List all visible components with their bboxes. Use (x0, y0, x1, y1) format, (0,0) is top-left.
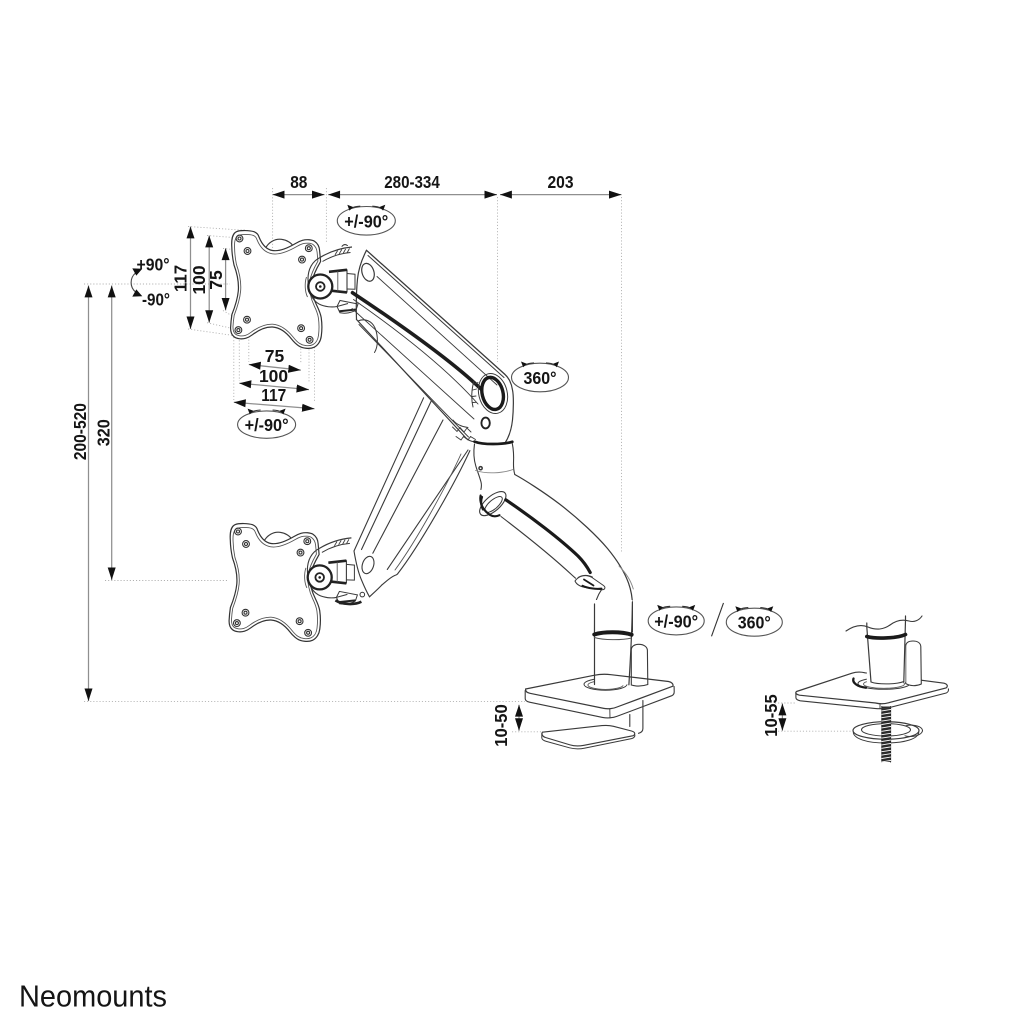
svg-text:203: 203 (548, 172, 574, 192)
svg-text:360°: 360° (524, 368, 557, 388)
svg-text:+/-90°: +/-90° (344, 211, 388, 231)
svg-text:320: 320 (93, 419, 113, 446)
svg-text:Neomounts: Neomounts (19, 979, 167, 1013)
svg-text:360°: 360° (738, 613, 771, 633)
svg-text:200-520: 200-520 (70, 403, 90, 460)
svg-text:280-334: 280-334 (384, 172, 440, 192)
svg-text:+/-90°: +/-90° (245, 415, 289, 435)
svg-text:117: 117 (261, 385, 286, 405)
svg-text:88: 88 (290, 172, 307, 192)
svg-text:+90°: +90° (137, 254, 170, 274)
svg-text:100: 100 (259, 366, 288, 386)
svg-text:10-55: 10-55 (761, 694, 781, 737)
svg-text:117: 117 (170, 265, 190, 292)
svg-text:75: 75 (265, 346, 285, 366)
svg-text:+/-90°: +/-90° (654, 611, 698, 631)
svg-text:75: 75 (206, 270, 226, 290)
svg-text:10-50: 10-50 (491, 704, 511, 747)
svg-text:-90°: -90° (142, 289, 170, 309)
